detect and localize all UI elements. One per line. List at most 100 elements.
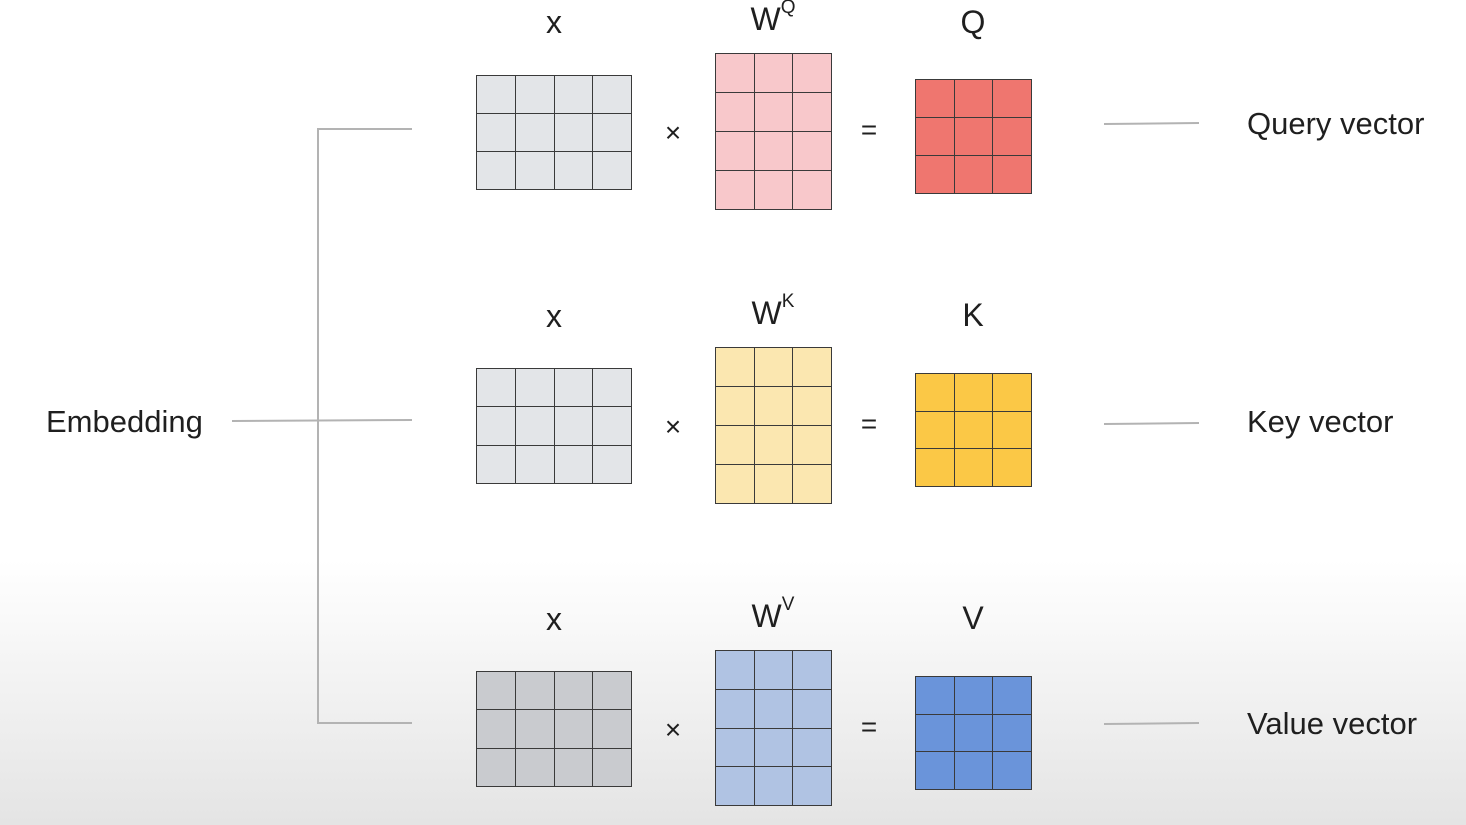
matrix-cell — [716, 93, 755, 132]
value-output-matrix — [915, 676, 1032, 790]
matrix-cell — [477, 445, 516, 484]
matrix-cell — [716, 767, 755, 806]
matrix-cell — [754, 767, 794, 806]
matrix-cell — [993, 118, 1032, 156]
query-weight-matrix — [715, 53, 832, 210]
matrix-cell — [477, 114, 516, 152]
matrix-cell — [916, 118, 955, 156]
matrix-cell — [916, 411, 955, 450]
key-input-matrix — [476, 368, 632, 484]
matrix-cell — [993, 677, 1032, 715]
matrix-cell — [754, 93, 794, 132]
matrix-cell — [916, 374, 955, 412]
query-equals-sign: = — [860, 114, 878, 145]
value-equals-sign: = — [860, 711, 878, 742]
matrix-cell — [793, 689, 832, 729]
value-weight-matrix — [715, 650, 832, 806]
matrix-cell — [754, 387, 794, 426]
matrix-cell — [716, 651, 755, 690]
matrix-cell — [793, 54, 832, 93]
matrix-cell — [716, 132, 755, 171]
matrix-cell — [793, 651, 832, 690]
matrix-cell — [515, 445, 555, 484]
matrix-cell — [793, 728, 832, 768]
matrix-cell — [754, 651, 794, 690]
matrix-cell — [477, 152, 516, 190]
matrix-cell — [716, 465, 755, 504]
matrix-cell — [954, 449, 994, 487]
matrix-cell — [515, 407, 555, 446]
matrix-cell — [515, 76, 555, 114]
key-output-matrix — [915, 373, 1032, 487]
matrix-cell — [993, 411, 1032, 450]
matrix-cell — [793, 348, 832, 387]
matrix-cell — [916, 752, 955, 790]
value-output-label: V — [962, 600, 984, 636]
matrix-cell — [954, 752, 994, 790]
matrix-cell — [993, 714, 1032, 753]
matrix-cell — [477, 407, 516, 446]
matrix-cell — [754, 171, 794, 210]
matrix-cell — [515, 152, 555, 190]
query-output-line — [1103, 122, 1200, 125]
matrix-cell — [793, 767, 832, 806]
value-output-line — [1103, 722, 1200, 725]
matrix-cell — [554, 369, 594, 408]
matrix-cell — [716, 54, 755, 93]
value-weight-label: WV — [751, 594, 795, 634]
matrix-cell — [916, 80, 955, 118]
matrix-cell — [754, 132, 794, 171]
matrix-cell — [916, 449, 955, 487]
matrix-cell — [793, 387, 832, 426]
matrix-cell — [593, 114, 632, 152]
key-weight-label: WK — [751, 291, 795, 331]
matrix-cell — [754, 426, 794, 465]
key-output-label: K — [962, 297, 984, 333]
matrix-cell — [916, 677, 955, 715]
query-input-label: x — [546, 4, 562, 40]
matrix-cell — [515, 114, 555, 152]
query-vector-label: Query vector — [1247, 106, 1425, 141]
matrix-cell — [716, 348, 755, 387]
matrix-cell — [593, 152, 632, 190]
matrix-cell — [593, 748, 632, 787]
matrix-cell — [593, 672, 632, 711]
matrix-cell — [554, 407, 594, 446]
matrix-cell — [477, 748, 516, 787]
key-output-line — [1103, 422, 1200, 425]
matrix-cell — [954, 677, 994, 715]
embedding-bracket — [317, 128, 412, 724]
matrix-cell — [593, 710, 632, 749]
matrix-cell — [716, 689, 755, 729]
matrix-cell — [554, 710, 594, 749]
matrix-cell — [754, 348, 794, 387]
embedding-stem-line — [231, 419, 413, 422]
matrix-cell — [916, 156, 955, 194]
matrix-cell — [754, 728, 794, 768]
key-input-label: x — [546, 298, 562, 334]
matrix-cell — [593, 369, 632, 408]
matrix-cell — [954, 156, 994, 194]
matrix-cell — [716, 728, 755, 768]
matrix-cell — [554, 672, 594, 711]
matrix-cell — [716, 426, 755, 465]
query-output-label: Q — [960, 4, 986, 40]
matrix-cell — [754, 465, 794, 504]
matrix-cell — [793, 465, 832, 504]
matrix-cell — [954, 118, 994, 156]
matrix-cell — [754, 54, 794, 93]
matrix-cell — [593, 445, 632, 484]
key-equals-sign: = — [860, 408, 878, 439]
matrix-cell — [515, 672, 555, 711]
key-weight-matrix — [715, 347, 832, 504]
matrix-cell — [793, 171, 832, 210]
key-multiply-sign: × — [664, 411, 682, 442]
value-multiply-sign: × — [664, 714, 682, 745]
matrix-cell — [993, 752, 1032, 790]
embedding-label: Embedding — [46, 404, 203, 439]
key-vector-label: Key vector — [1247, 404, 1394, 439]
query-output-matrix — [915, 79, 1032, 194]
query-input-matrix — [476, 75, 632, 190]
value-input-label: x — [546, 601, 562, 637]
matrix-cell — [515, 710, 555, 749]
